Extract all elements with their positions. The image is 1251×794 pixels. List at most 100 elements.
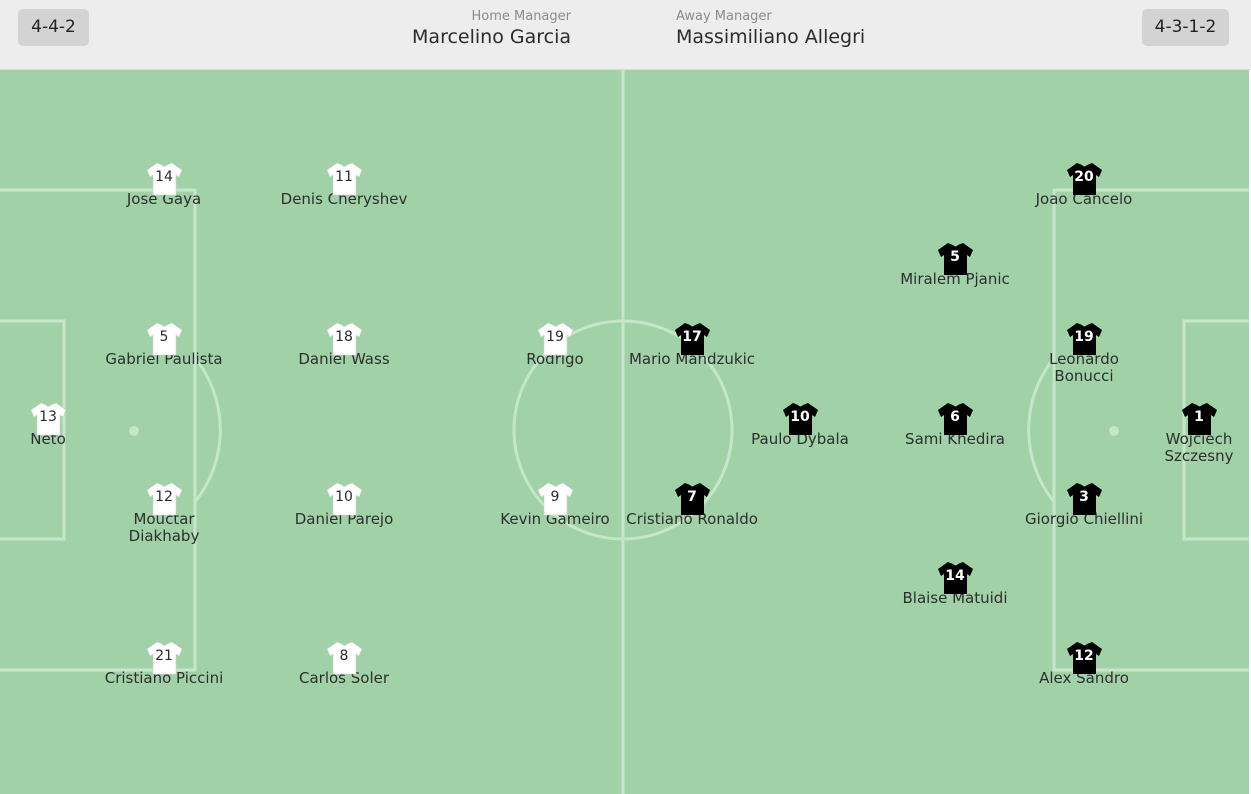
shirt-number: 3: [1079, 489, 1089, 505]
away-penalty-spot: [1109, 426, 1119, 436]
away-player[interactable]: 7 Cristiano Ronaldo: [617, 482, 767, 528]
player-name: Miralem Pjanic: [900, 270, 1010, 288]
shirt-number: 10: [335, 489, 353, 505]
home-shirt-icon: 8: [326, 641, 363, 675]
home-penalty-spot: [129, 426, 139, 436]
home-player[interactable]: 10 Daniel Parejo: [269, 482, 419, 528]
player-name: Joao Cancelo: [1035, 190, 1133, 208]
away-shirt-icon: 10: [782, 402, 819, 436]
away-shirt-icon: 12: [1066, 641, 1103, 675]
player-name: Leonardo Bonucci: [1049, 350, 1119, 385]
player-name: Daniel Parejo: [294, 510, 394, 528]
home-penalty-area: [0, 188, 197, 672]
home-player[interactable]: 13 Neto: [0, 402, 123, 448]
shirt-number: 19: [546, 329, 564, 345]
away-shirt-icon: 17: [674, 322, 711, 356]
away-player[interactable]: 6 Sami Khedira: [880, 402, 1030, 448]
player-name: Carlos Soler: [298, 669, 390, 687]
home-shirt-icon: 5: [146, 322, 183, 356]
shirt-number: 7: [687, 489, 697, 505]
player-name: Gabriel Paulista: [105, 350, 223, 368]
player-name: Wojciech Szczesny: [1164, 430, 1234, 465]
shirt-number: 6: [950, 409, 960, 425]
away-player[interactable]: 14 Blaise Matuidi: [880, 561, 1030, 607]
home-shirt-icon: 13: [30, 402, 67, 436]
football-pitch: 13 Neto 14 Jose Gaya 5 Gabriel Paulista …: [0, 70, 1251, 794]
player-name: Alex Sandro: [1039, 669, 1129, 687]
shirt-number: 9: [550, 489, 560, 505]
player-name: Sami Khedira: [905, 430, 1005, 448]
away-shirt-icon: 6: [937, 402, 974, 436]
player-name: Mario Mandzukic: [628, 350, 756, 368]
shirt-number: 10: [790, 409, 810, 425]
shirt-number: 14: [155, 169, 173, 185]
away-manager-label: Away Manager: [676, 9, 772, 24]
away-player[interactable]: 20 Joao Cancelo: [1009, 162, 1159, 208]
shirt-number: 13: [39, 409, 57, 425]
shirt-number: 17: [682, 329, 702, 345]
home-player[interactable]: 11 Denis Cheryshev: [269, 162, 419, 208]
away-shirt-icon: 7: [674, 482, 711, 516]
shirt-number: 18: [335, 329, 353, 345]
away-shirt-icon: 20: [1066, 162, 1103, 196]
player-name: Daniel Wass: [298, 350, 390, 368]
home-player[interactable]: 12 Mouctar Diakhaby: [104, 482, 224, 545]
away-shirt-icon: 5: [937, 242, 974, 276]
home-player[interactable]: 19 Rodrigo: [480, 322, 630, 368]
home-shirt-icon: 21: [146, 641, 183, 675]
home-shirt-icon: 19: [537, 322, 574, 356]
home-goal-area: [0, 319, 66, 541]
shirt-number: 20: [1074, 169, 1094, 185]
player-name: Paulo Dybala: [751, 430, 849, 448]
home-penalty-arc: [193, 357, 222, 503]
away-player[interactable]: 5 Miralem Pjanic: [880, 242, 1030, 288]
home-formation-badge[interactable]: 4-4-2: [18, 9, 89, 46]
shirt-number: 8: [339, 648, 349, 664]
lineup-header: 4-4-2 Home Manager Marcelino Garcia Away…: [0, 0, 1251, 70]
home-player[interactable]: 21 Cristiano Piccini: [89, 641, 239, 687]
away-shirt-icon: 3: [1066, 482, 1103, 516]
player-name: Denis Cheryshev: [280, 190, 408, 208]
shirt-number: 19: [1074, 329, 1094, 345]
away-player[interactable]: 10 Paulo Dybala: [725, 402, 875, 448]
home-player[interactable]: 5 Gabriel Paulista: [89, 322, 239, 368]
home-shirt-icon: 10: [326, 482, 363, 516]
player-name: Giorgio Chiellini: [1024, 510, 1144, 528]
away-penalty-area: [1052, 188, 1249, 672]
player-name: Blaise Matuidi: [902, 589, 1008, 607]
player-name: Mouctar Diakhaby: [128, 510, 200, 545]
shirt-number: 11: [335, 169, 353, 185]
player-name: Kevin Gameiro: [500, 510, 610, 528]
away-player[interactable]: 3 Giorgio Chiellini: [1009, 482, 1159, 528]
shirt-number: 21: [155, 648, 173, 664]
shirt-number: 12: [155, 489, 173, 505]
home-player[interactable]: 8 Carlos Soler: [269, 641, 419, 687]
away-player[interactable]: 1 Wojciech Szczesny: [1151, 402, 1247, 465]
away-shirt-icon: 1: [1181, 402, 1218, 436]
home-player[interactable]: 14 Jose Gaya: [89, 162, 239, 208]
away-shirt-icon: 14: [937, 561, 974, 595]
shirt-number: 14: [945, 568, 965, 584]
home-shirt-icon: 11: [326, 162, 363, 196]
home-manager-name[interactable]: Marcelino Garcia: [412, 26, 571, 48]
home-shirt-icon: 14: [146, 162, 183, 196]
away-formation-badge[interactable]: 4-3-1-2: [1142, 9, 1229, 46]
player-name: Cristiano Ronaldo: [626, 510, 758, 528]
player-name: Rodrigo: [526, 350, 584, 368]
away-player[interactable]: 12 Alex Sandro: [1009, 641, 1159, 687]
away-goal-area: [1182, 319, 1249, 541]
player-name: Jose Gaya: [126, 190, 202, 208]
shirt-number: 5: [950, 249, 960, 265]
home-shirt-icon: 9: [537, 482, 574, 516]
home-player[interactable]: 18 Daniel Wass: [269, 322, 419, 368]
home-player[interactable]: 9 Kevin Gameiro: [480, 482, 630, 528]
away-player[interactable]: 17 Mario Mandzukic: [617, 322, 767, 368]
home-manager-label: Home Manager: [471, 9, 571, 24]
home-shirt-icon: 12: [146, 482, 183, 516]
away-penalty-arc: [1027, 357, 1056, 503]
away-manager-name[interactable]: Massimiliano Allegri: [676, 26, 866, 48]
shirt-number: 12: [1074, 648, 1094, 664]
away-player[interactable]: 19 Leonardo Bonucci: [1029, 322, 1139, 385]
pitch-markings: [0, 70, 1249, 794]
player-name: Cristiano Piccini: [104, 669, 224, 687]
